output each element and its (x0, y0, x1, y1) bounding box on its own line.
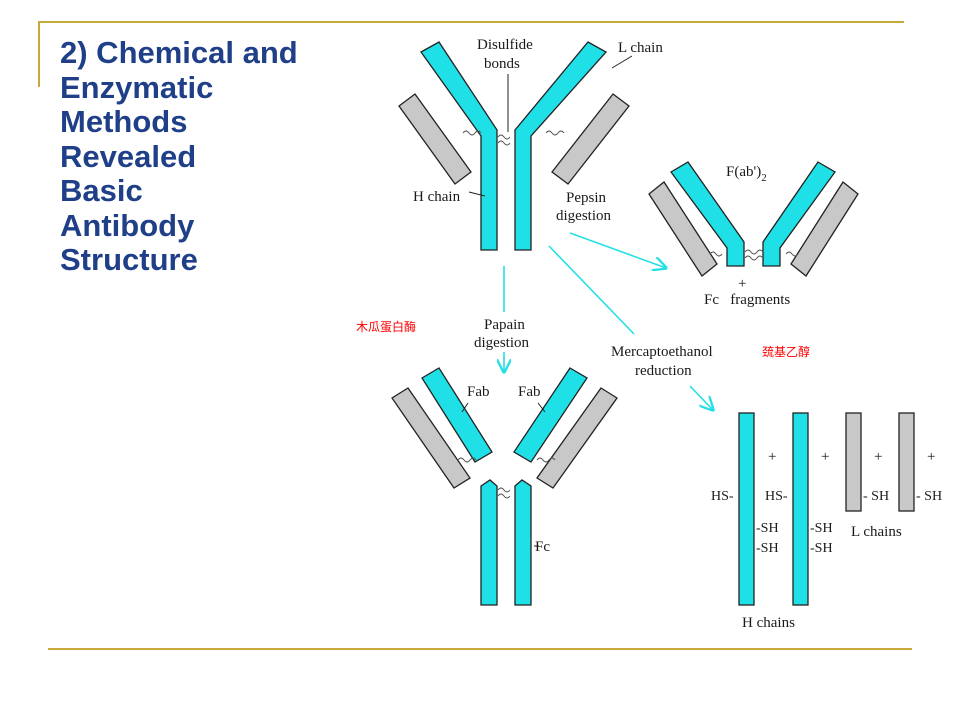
fab-right-light (536, 387, 618, 489)
label-h-chain: H chain (413, 189, 461, 205)
label-fab2: F(ab')2 (726, 164, 767, 184)
papain-bonds (457, 457, 556, 499)
process-arrows (504, 232, 713, 410)
light-chain-right (551, 93, 630, 185)
label-plus-4: + (927, 449, 935, 465)
label-sh-6: - SH (916, 489, 942, 504)
free-light-chain-2 (898, 412, 915, 512)
label-papain-zh: 木瓜蛋白酶 (356, 319, 416, 334)
papain-leaders (461, 402, 546, 547)
label-plus-pepsin: + (738, 276, 746, 292)
fab2-light-left (648, 181, 718, 277)
title-line: Revealed (60, 138, 197, 174)
label-disulfide: Disulfide (477, 37, 533, 53)
fab-left-light (391, 387, 471, 489)
mercapto-arrow-tip (689, 385, 713, 410)
label-sh-2: -SH (756, 541, 779, 556)
label-pepsin: Pepsin (566, 190, 607, 206)
heavy-chain-right (514, 41, 608, 251)
reduced-chains (738, 412, 915, 606)
top-rule (38, 21, 904, 23)
title-line: Methods (60, 104, 188, 139)
title-line: Enzymatic (60, 69, 214, 105)
label-plus-2: + (821, 449, 829, 465)
label-bonds: bonds (484, 56, 520, 72)
label-sh-3: -SH (810, 521, 833, 536)
free-heavy-chain-2 (792, 412, 809, 606)
fc-heavy-left (480, 479, 498, 606)
label-sh-1: -SH (756, 521, 779, 536)
mercapto-arrow (548, 245, 635, 335)
fab2-light-right (790, 181, 859, 277)
fab2-heavy-right (762, 161, 836, 267)
title-line: Antibody (60, 207, 195, 243)
fab-right-heavy (513, 367, 588, 463)
fc-heavy-right (514, 479, 532, 606)
label-pepsin-digestion: digestion (556, 208, 611, 224)
label-papain: Papain (484, 317, 525, 333)
disulfide-bonds (462, 130, 565, 146)
label-fc-fragments: Fc fragments (704, 292, 790, 308)
label-l-chain: L chain (618, 40, 663, 56)
title-line: Basic (60, 173, 143, 208)
label-h-chains: H chains (742, 615, 795, 631)
label-mercapto-reduction: reduction (635, 363, 692, 379)
light-chain-left (398, 93, 472, 185)
label-l-chains: L chains (851, 524, 902, 540)
label-hs-2: HS- (765, 489, 788, 504)
label-sh-5: - SH (863, 489, 889, 504)
title-line: Structure (60, 242, 198, 277)
label-plus-3: + (874, 449, 882, 465)
bottom-rule (48, 648, 912, 650)
heavy-chain-left (420, 41, 498, 251)
label-papain-digestion: digestion (474, 335, 529, 351)
label-fab-right: Fab (518, 384, 541, 400)
fab2-heavy-left (670, 161, 745, 267)
label-mercapto: Mercaptoethanol (611, 344, 713, 360)
label-fc: Fc (535, 539, 550, 555)
leader-lines (468, 55, 633, 197)
left-rule (38, 21, 40, 87)
label-plus-1: + (768, 449, 776, 465)
label-mercapto-zh: 巯基乙醇 (762, 344, 810, 359)
free-light-chain-1 (845, 412, 862, 512)
fab2-fragment (648, 161, 859, 277)
label-fab-left: Fab (467, 384, 490, 400)
fab-left-heavy (421, 367, 493, 463)
label-hs-1: HS- (711, 489, 734, 504)
free-heavy-chain-1 (738, 412, 755, 606)
intact-antibody (398, 41, 630, 251)
papain-products (391, 367, 618, 606)
pepsin-arrow (569, 232, 666, 268)
title-line: 2) Chemical and (60, 35, 298, 70)
slide-title: 2) Chemical and Enzymatic Methods Reveal… (60, 35, 360, 278)
fab2-bonds (709, 249, 799, 261)
label-sh-4: -SH (810, 541, 833, 556)
